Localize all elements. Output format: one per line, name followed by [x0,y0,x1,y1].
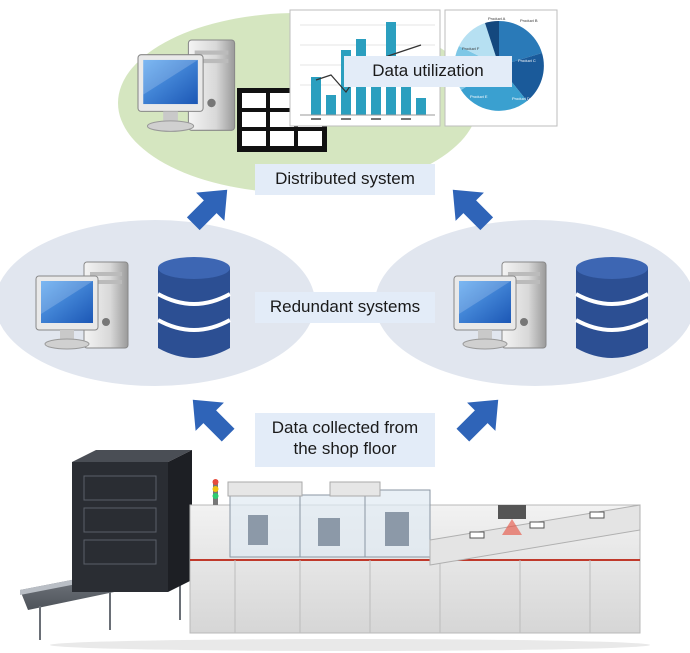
pie-label-e: Product E [470,94,488,99]
arrow-right-to-top-icon [452,189,494,231]
distributed-system-label: Distributed system [255,164,435,195]
data-collected-label: Data collected from the shop floor [255,413,435,467]
pie-label-d: Product D [512,96,530,101]
control-cabinet [72,462,168,592]
left-database-icon [156,255,232,360]
bar-5 [371,85,381,115]
bar-8 [416,98,426,115]
bar-7 [401,80,411,115]
arrow-left-to-top-icon [186,189,228,231]
pie-label-b: Product B [520,18,538,23]
bar-1 [311,77,321,115]
data-utilization-label: Data utilization [344,56,512,87]
arrow-floor-to-right-icon [456,399,499,442]
right-database-icon [574,255,650,360]
pie-label-c: Product C [518,58,536,63]
bar-2 [326,95,336,115]
pie-label-a: Product A [488,16,506,21]
arrow-floor-to-left-icon [192,399,235,442]
production-line-illustration [20,450,641,640]
redundant-systems-label: Redundant systems [255,292,435,323]
pie-label-f: Product F [462,46,480,51]
